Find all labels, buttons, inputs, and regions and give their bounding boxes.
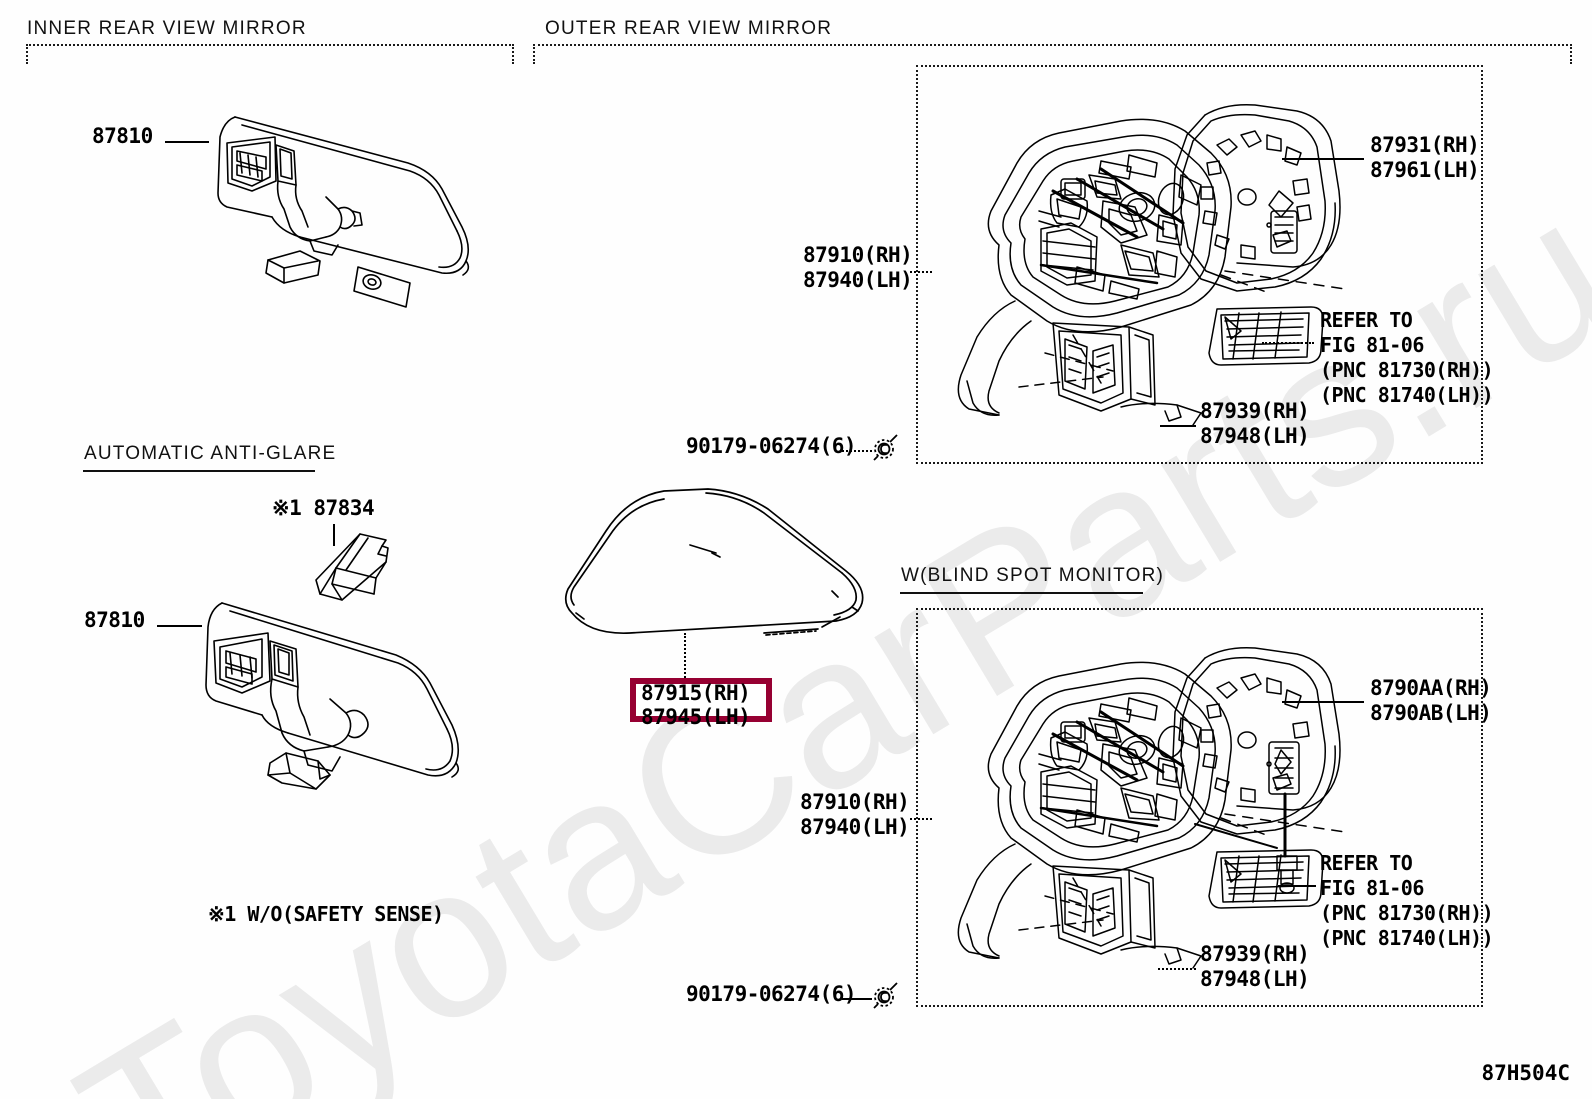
leader-line-refer-outer xyxy=(1262,342,1314,344)
section-rule-anti-glare xyxy=(83,470,315,472)
part-box-outer-mirror xyxy=(916,65,1483,464)
anti-glare-cover-illustration xyxy=(312,528,396,610)
section-title-inner-rear-view-mirror: INNER REAR VIEW MIRROR xyxy=(27,18,307,39)
leader-line-87931 xyxy=(1282,158,1364,160)
part-label-87915-rh: 87915(RH) xyxy=(641,681,751,705)
part-label-87931-87961: 87931(RH) 87961(LH) xyxy=(1370,133,1480,182)
leader-line-87834 xyxy=(333,524,335,546)
section-title-outer-rear-view-mirror: OUTER REAR VIEW MIRROR xyxy=(545,18,833,39)
footnote-safety-sense: ※1 W/O(SAFETY SENSE) xyxy=(208,902,444,926)
mirror-outer-cover-illustration xyxy=(560,487,880,642)
section-bracket-outer xyxy=(533,44,1572,64)
part-label-87834: ※1 87834 xyxy=(272,496,375,520)
leader-line-87915 xyxy=(684,633,686,681)
leader-line-87810-inner xyxy=(165,141,209,143)
part-box-bsm-mirror xyxy=(916,608,1483,1007)
part-label-8790AA-8790AB: 8790AA(RH) 8790AB(LH) xyxy=(1370,676,1492,725)
screw-icon-outer xyxy=(870,432,900,464)
part-label-87810-antiglare: 87810 xyxy=(84,608,145,632)
part-label-87945-lh: 87945(LH) xyxy=(641,705,751,729)
leader-line-90179-outer xyxy=(842,450,872,452)
part-label-87810-inner: 87810 xyxy=(92,124,153,148)
part-label-87910-87940-outer: 87910(RH) 87940(LH) xyxy=(803,243,913,292)
screw-icon-bsm xyxy=(870,980,900,1012)
leader-line-87910-outer xyxy=(910,271,932,273)
anti-glare-mirror-illustration xyxy=(170,575,490,840)
part-label-refer-to-fig-81-06-bsm: REFER TO FIG 81-06 (PNC 81730(RH)) (PNC … xyxy=(1320,851,1494,950)
highlight-box-87915 xyxy=(630,678,772,722)
section-title-automatic-anti-glare: AUTOMATIC ANTI-GLARE xyxy=(84,443,337,464)
leader-line-87810-antiglare xyxy=(157,625,202,627)
part-label-90179-06274-outer: 90179-06274(6) xyxy=(686,434,857,458)
bsm-mirror-assembly-illustration xyxy=(925,638,1345,968)
leader-line-87910-bsm xyxy=(910,818,932,820)
outer-mirror-assembly-illustration xyxy=(925,95,1345,425)
section-rule-bsm xyxy=(900,592,1143,594)
part-label-90179-06274-bsm: 90179-06274(6) xyxy=(686,982,857,1006)
leader-line-90179-bsm xyxy=(842,998,872,1000)
leader-line-8790AA xyxy=(1282,701,1364,703)
leader-line-refer-bsm xyxy=(1278,885,1316,887)
leader-line-87939-outer xyxy=(1160,425,1196,427)
diagram-code: 87H504C xyxy=(1481,1061,1570,1085)
part-label-87939-87948-outer: 87939(RH) 87948(LH) xyxy=(1200,399,1310,448)
section-title-blind-spot-monitor: W(BLIND SPOT MONITOR) xyxy=(901,565,1165,586)
part-label-87939-87948-bsm: 87939(RH) 87948(LH) xyxy=(1200,942,1310,991)
part-label-87910-87940-bsm: 87910(RH) 87940(LH) xyxy=(800,790,910,839)
part-label-refer-to-fig-81-06-outer: REFER TO FIG 81-06 (PNC 81730(RH)) (PNC … xyxy=(1320,308,1494,407)
inner-mirror-illustration xyxy=(180,85,500,300)
leader-line-87939-bsm xyxy=(1158,968,1196,970)
section-bracket-inner xyxy=(26,44,514,64)
